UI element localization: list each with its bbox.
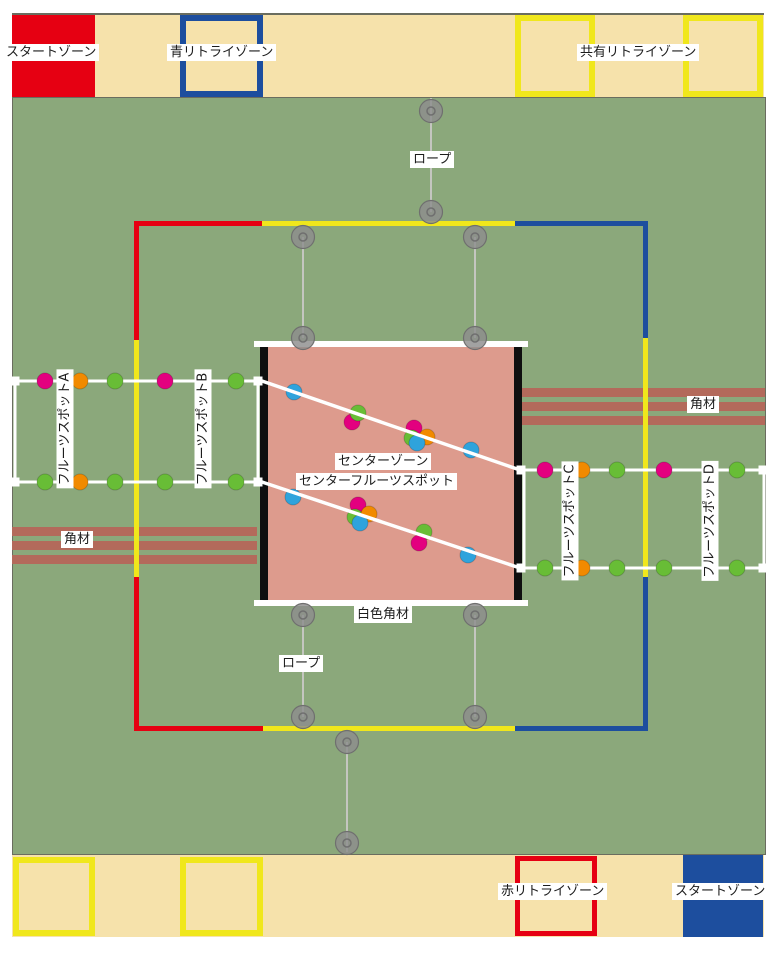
bottom-strip [12,855,764,937]
center-zone-white-bar-top [254,341,528,347]
rope-bottom-label: ロープ [279,655,324,672]
inner-border-right-yellow [643,338,648,577]
bottom-yellow-square-1 [13,857,95,936]
rope-top-label: ロープ [410,151,455,168]
shared-retry-zone-label: 共有リトライゾーン [577,44,700,61]
inner-border-bottom-red [134,726,263,731]
inner-border-bottom-yellow [263,726,515,731]
inner-border-left-red-lower [134,577,139,731]
red-retry-zone-label: 赤リトライゾーン [498,883,608,900]
inner-border-bottom-blue [515,726,648,731]
inner-border-top-blue [515,221,648,226]
center-fruit-spot-label: センターフルーツスポット [296,473,457,490]
blue-retry-zone-label: 青リトライゾーン [167,44,277,61]
inner-border-right-blue-lower [643,577,648,731]
start-zone-bottom-label: スタートゾーン [672,883,769,900]
inner-border-left-red-upper [134,221,139,340]
fruit-spot-a-label: フルーツスポットA [56,369,74,489]
center-zone-label: センターゾーン [335,453,432,470]
fruit-spot-c-label: フルーツスポットC [561,461,579,581]
bottom-yellow-square-2 [180,857,263,936]
timber-left-label: 角材 [61,531,94,548]
inner-border-left-yellow [134,340,139,577]
fruit-spot-d-label: フルーツスポットD [701,461,719,581]
white-timber-label: 白色角材 [354,606,413,623]
center-zone-black-bar-right [514,347,522,600]
center-zone-white-bar-bottom [254,600,528,606]
center-zone-black-bar-left [260,347,268,600]
inner-border-right-blue-upper [643,221,648,338]
top-edge-line [12,13,764,15]
fruit-spot-b-label: フルーツスポットB [194,369,212,489]
start-zone-top-label: スタートゾーン [3,44,100,61]
inner-border-top-red [134,221,262,226]
inner-border-top-yellow [262,221,515,226]
timber-right-label: 角材 [687,396,720,413]
